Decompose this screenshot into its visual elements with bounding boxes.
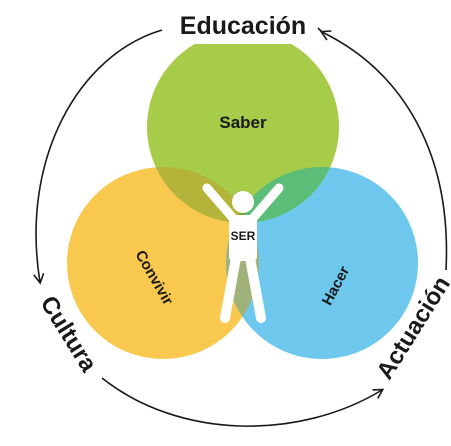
- label-bg-educacion: [168, 8, 316, 44]
- label-ser: SER: [231, 229, 256, 243]
- arrow-actuacion-to-educacion: [319, 30, 448, 271]
- overlap-saber-convivir: [147, 167, 259, 223]
- arrow-cultura-to-actuacion: [101, 377, 385, 427]
- arrow-educacion-to-cultura: [33, 29, 163, 285]
- label-saber: Saber: [219, 113, 267, 132]
- arrow-tail-top: [317, 27, 323, 33]
- label-educacion: Educación: [180, 12, 306, 40]
- overlap-saber-hacer: [226, 167, 339, 223]
- cycle-arrows: [33, 27, 448, 427]
- venn-circles: [67, 31, 418, 359]
- person-arms-raised-icon: [202, 183, 284, 323]
